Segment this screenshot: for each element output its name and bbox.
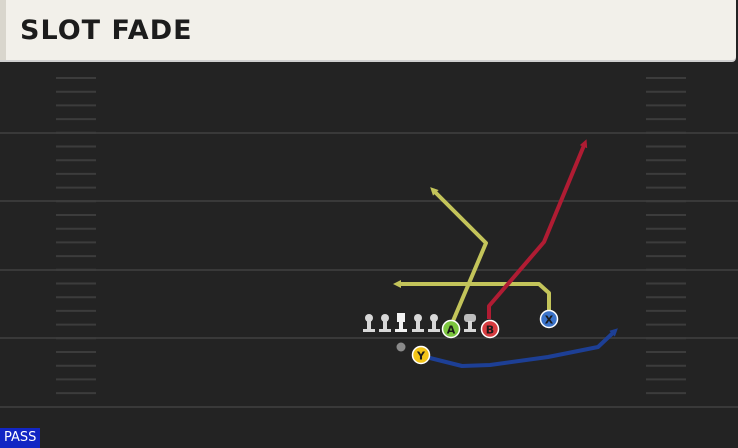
route-y: [425, 328, 618, 368]
receiver-y-label: Y: [416, 350, 426, 363]
play-type-badge: PASS: [0, 428, 41, 448]
hash-marks-right: [646, 77, 686, 395]
play-title: SLOT FADE: [20, 15, 193, 46]
play-field: A B X Y: [0, 77, 738, 408]
offensive-line: [363, 313, 476, 332]
route-b: [487, 139, 588, 319]
yard-lines: [0, 132, 738, 408]
route-a: [430, 187, 488, 322]
lineman-icon: [412, 314, 424, 332]
lineman-icon: [379, 314, 391, 332]
receiver-a[interactable]: A: [441, 319, 461, 339]
tight-end-block-icon: [464, 314, 476, 332]
center-player-icon: [395, 313, 407, 332]
receiver-b-label: B: [486, 324, 494, 337]
hash-marks-left: [56, 77, 96, 395]
receiver-x-label: X: [545, 314, 554, 327]
lineman-icon: [428, 314, 440, 332]
receiver-a-label: A: [447, 324, 456, 337]
route-x-drag: [393, 280, 551, 310]
title-accent: [0, 0, 6, 60]
receiver-y[interactable]: Y: [411, 345, 431, 365]
routes: [393, 139, 618, 368]
lineman-icon: [363, 314, 375, 332]
quarterback-icon: [396, 342, 406, 352]
receiver-b[interactable]: B: [480, 319, 500, 339]
title-bar: SLOT FADE: [0, 0, 736, 60]
receiver-x[interactable]: X: [539, 309, 559, 329]
